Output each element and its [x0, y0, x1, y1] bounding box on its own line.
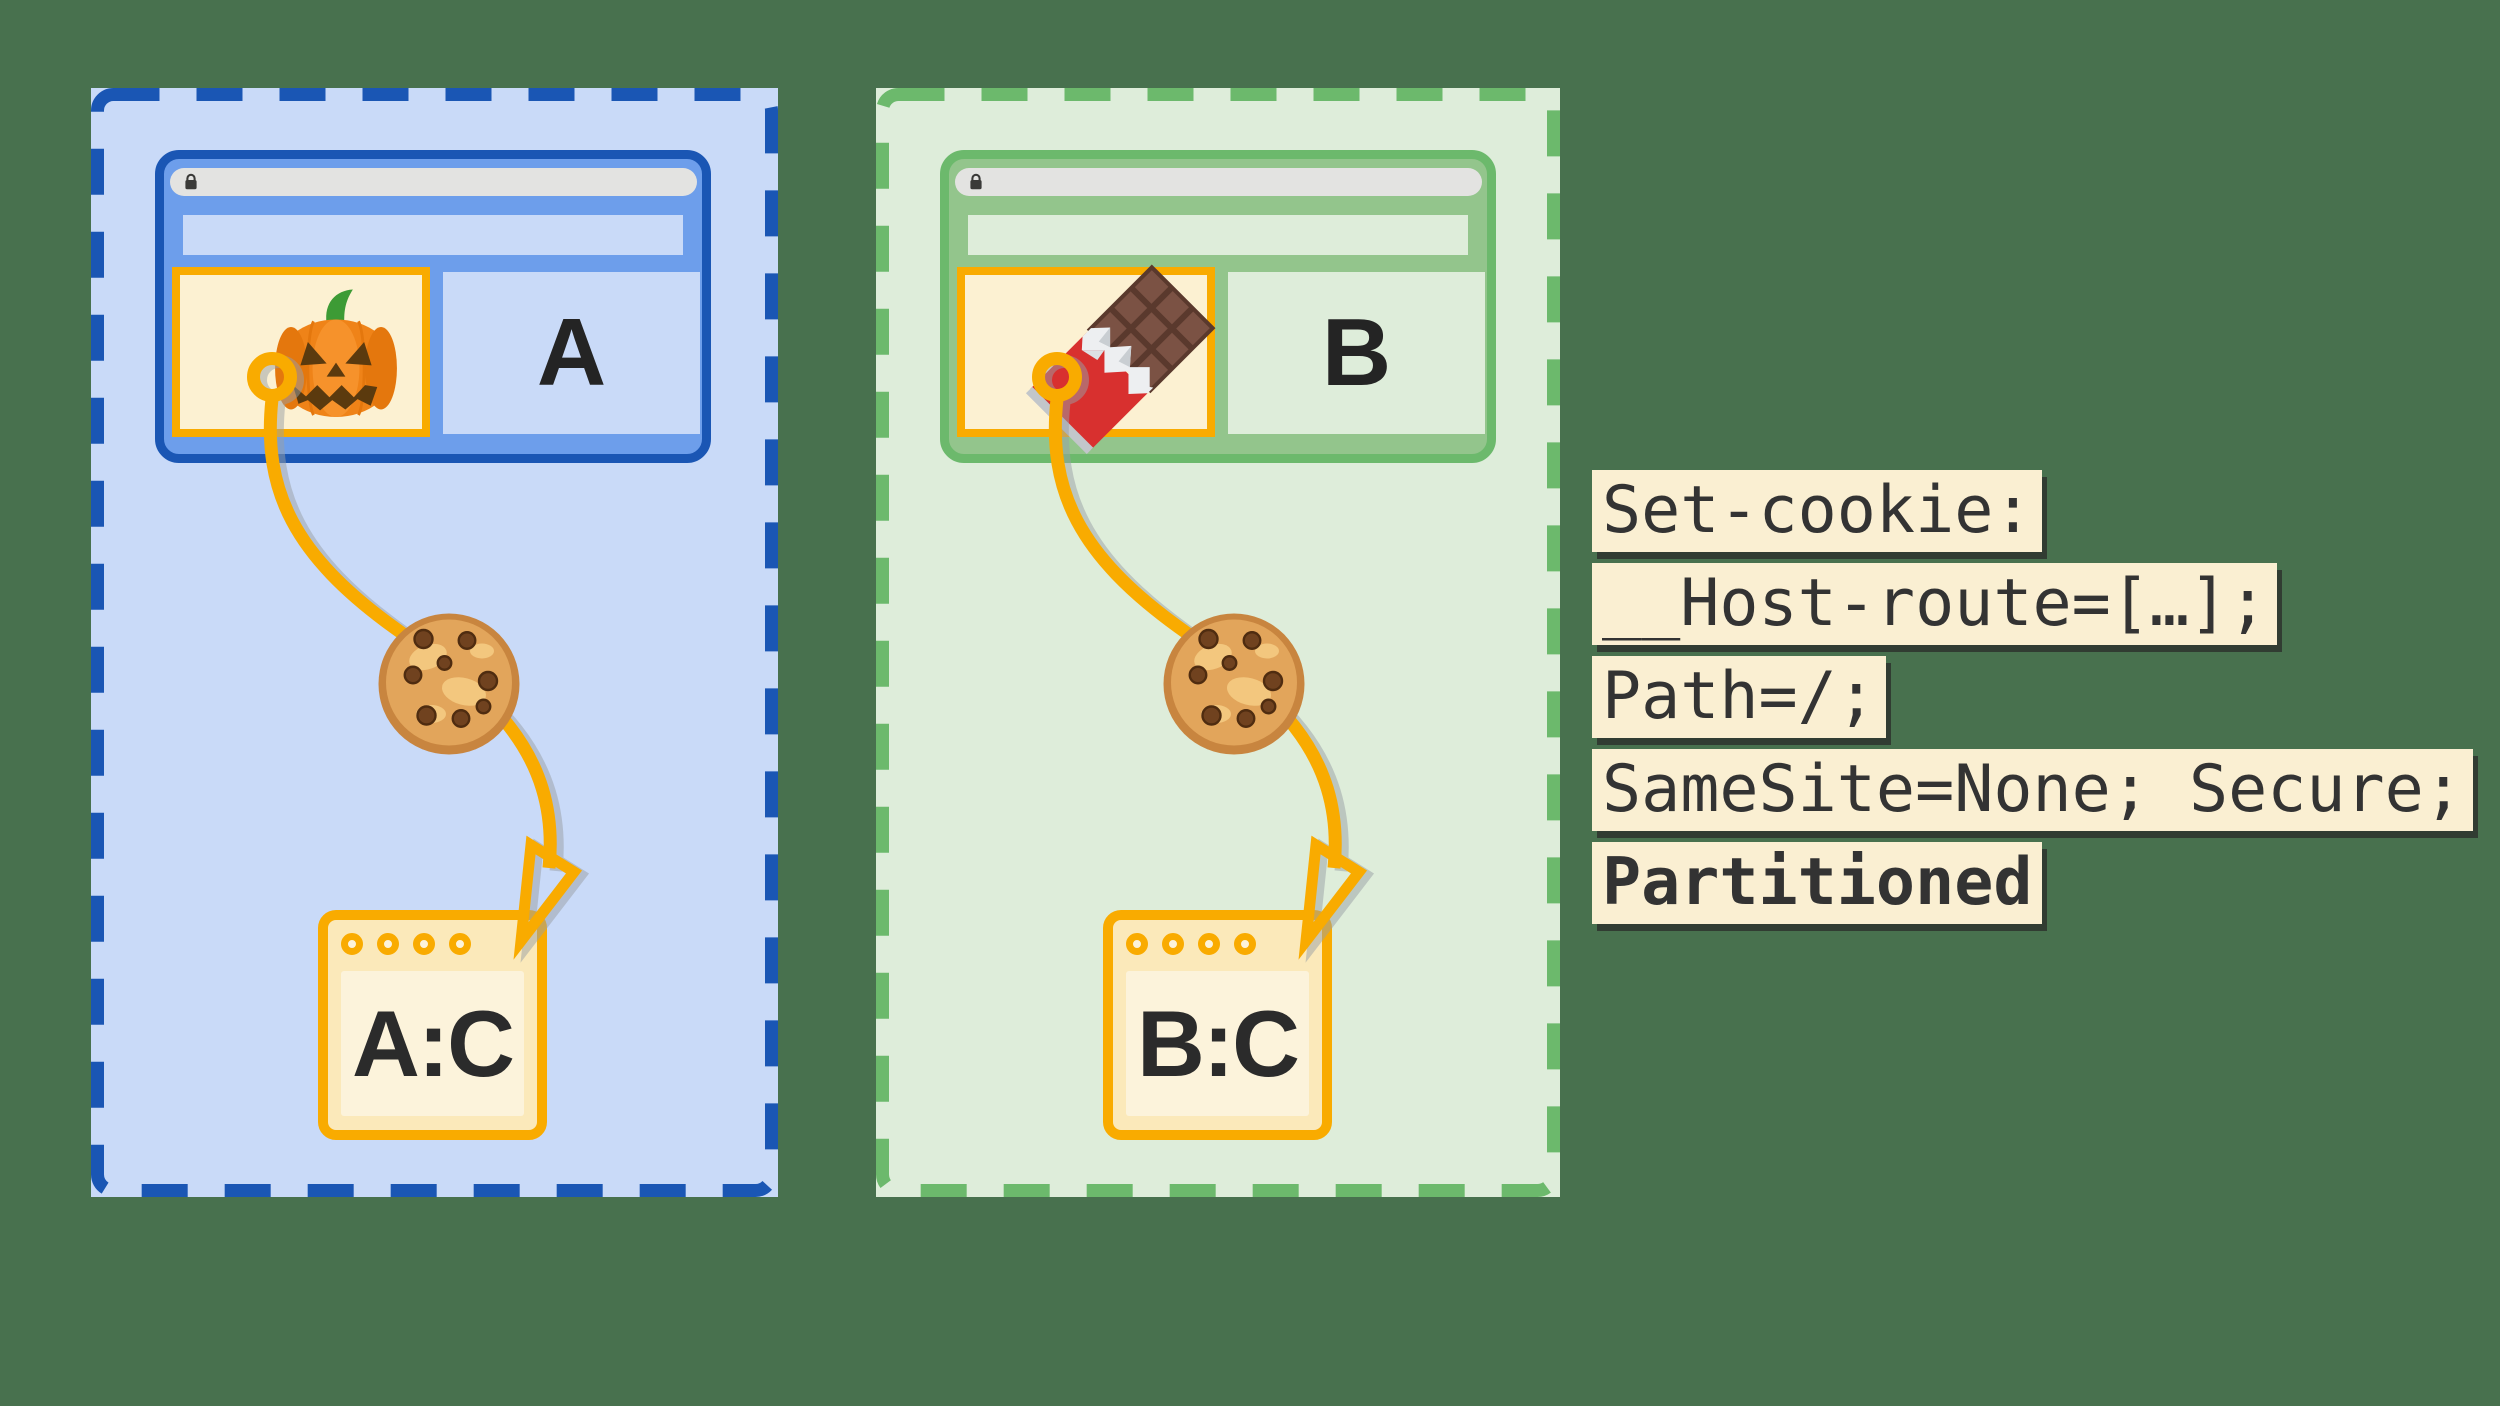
top-site-a-label: A [536, 299, 607, 406]
storage-window-dots [341, 933, 471, 955]
embedded-frame-a [172, 267, 430, 437]
dot-icon [449, 933, 471, 955]
dot-icon [1198, 933, 1220, 955]
browser-window-a: A [155, 150, 711, 463]
set-cookie-header-code: Set-cookie: __Host-route=[…]; Path=/; Sa… [1592, 470, 2473, 935]
chocolate-bar-icon [1025, 264, 1216, 455]
code-line: Set-cookie: [1592, 470, 2043, 552]
address-bar-b [955, 168, 1482, 196]
lock-icon [185, 173, 197, 190]
top-site-b-box: B [1228, 272, 1485, 434]
dot-icon [1126, 933, 1148, 955]
lock-icon [970, 173, 982, 190]
code-line-partitioned: Partitioned [1592, 842, 2043, 924]
dot-icon [1234, 933, 1256, 955]
jack-o-lantern-icon [275, 289, 397, 417]
cookie-icon-b [1163, 613, 1305, 755]
top-site-b-label: B [1321, 299, 1392, 406]
storage-window-dots [1126, 933, 1256, 955]
dot-icon [1162, 933, 1184, 955]
partition-key-b-label: B:C [1136, 990, 1300, 1096]
dot-icon [341, 933, 363, 955]
cookie-jar-a-inner: A:C [341, 971, 524, 1116]
cookie-icon-a [378, 613, 520, 755]
page-body-row-a [183, 215, 683, 255]
partitioned-cookie-jar-b: B:C [1103, 910, 1332, 1140]
partition-key-a-label: A:C [351, 990, 515, 1096]
code-line: Path=/; [1592, 656, 1886, 738]
code-line: __Host-route=[…]; [1592, 563, 2278, 645]
page-body-row-b [968, 215, 1468, 255]
address-bar-a [170, 168, 697, 196]
browser-window-b: B [940, 150, 1496, 463]
code-line: SameSite=None; Secure; [1592, 749, 2473, 831]
dot-icon [413, 933, 435, 955]
top-site-a-box: A [443, 272, 700, 434]
partitioned-cookie-jar-a: A:C [318, 910, 547, 1140]
dot-icon [377, 933, 399, 955]
embedded-frame-b [957, 264, 1216, 455]
cookie-jar-b-inner: B:C [1126, 971, 1309, 1116]
